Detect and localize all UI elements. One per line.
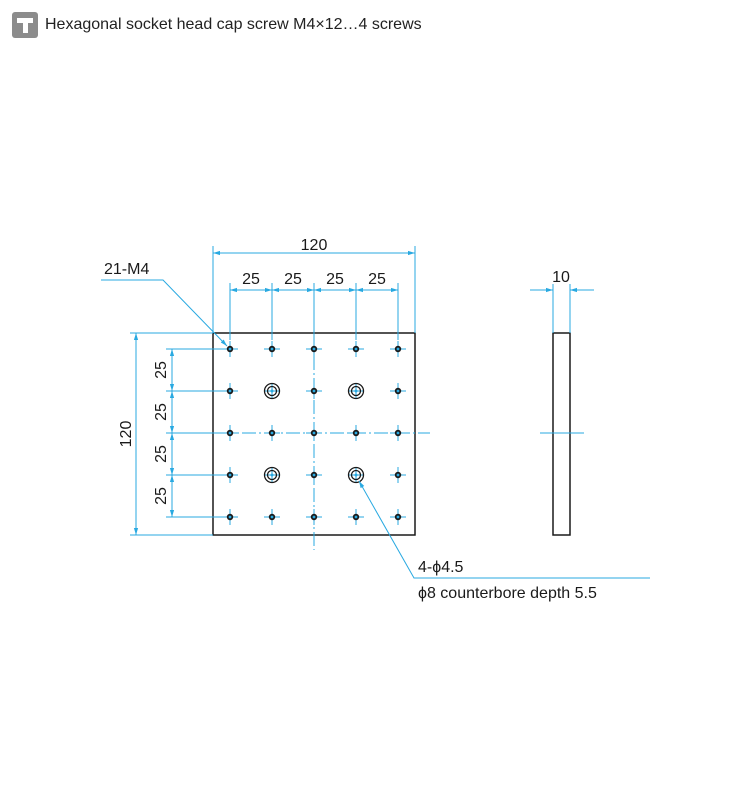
tapped-hole	[306, 509, 322, 525]
counterbore-hole	[347, 382, 365, 400]
pitch-dimension-label: 25	[368, 271, 386, 288]
tapped-hole	[264, 509, 280, 525]
tapped-hole	[348, 425, 364, 441]
pitch-dimension-label: 25	[153, 445, 170, 463]
pitch-dimensions-left: 25 25 25 25	[153, 348, 223, 518]
tapped-hole	[222, 467, 238, 483]
tapped-holes-leader	[101, 279, 228, 347]
screw-icon	[12, 12, 38, 38]
tapped-hole	[390, 509, 406, 525]
pitch-dimension-label: 25	[153, 361, 170, 379]
pitch-dimension-label: 25	[153, 487, 170, 505]
pitch-dimensions-top: 25 25 25 25	[229, 271, 399, 340]
counterbore-count-label: 4-ϕ4.5	[418, 559, 464, 576]
pitch-dimension-label: 25	[153, 403, 170, 421]
counterbore-leader	[358, 480, 650, 579]
tapped-hole	[390, 341, 406, 357]
tapped-hole	[222, 425, 238, 441]
tapped-hole	[306, 467, 322, 483]
header: Hexagonal socket head cap screw M4×12…4 …	[12, 12, 422, 38]
pitch-dimension-label: 25	[242, 271, 260, 288]
counterbore-hole	[263, 382, 281, 400]
hole-grid	[222, 341, 406, 525]
tapped-hole	[222, 509, 238, 525]
tapped-hole	[390, 467, 406, 483]
tapped-hole	[306, 383, 322, 399]
tapped-holes-label: 21-M4	[104, 261, 149, 278]
counterbore-hole	[263, 466, 281, 484]
width-dimension-label: 120	[301, 237, 328, 254]
tapped-hole	[306, 341, 322, 357]
tapped-hole	[222, 341, 238, 357]
tapped-hole	[222, 383, 238, 399]
counterbore-hole	[347, 466, 365, 484]
tapped-hole	[306, 425, 322, 441]
thickness-dimension-label: 10	[552, 269, 570, 286]
pitch-dimension-label: 25	[326, 271, 344, 288]
tapped-hole	[390, 383, 406, 399]
plate-side-view	[552, 332, 571, 536]
height-dimension-label: 120	[118, 421, 135, 448]
tapped-hole	[264, 425, 280, 441]
tapped-hole	[348, 509, 364, 525]
tapped-hole	[348, 341, 364, 357]
tapped-hole	[390, 425, 406, 441]
counterbore-detail-label: ϕ8 counterbore depth 5.5	[418, 585, 597, 602]
tapped-hole	[264, 341, 280, 357]
pitch-dimension-label: 25	[284, 271, 302, 288]
header-title: Hexagonal socket head cap screw M4×12…4 …	[45, 16, 422, 33]
